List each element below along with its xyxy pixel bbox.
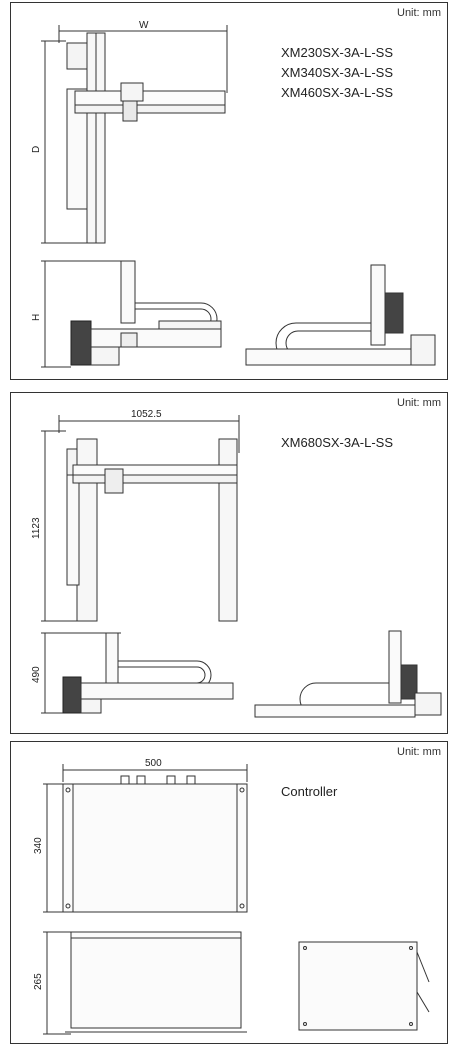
height-dim-label: 490 (31, 666, 42, 683)
model-name: XM680SX-3A-L-SS (281, 435, 393, 450)
controller-title: Controller (281, 784, 338, 799)
drawing-panel-small-models: Unit: mm XM230SX-3A-L-SS XM340SX-3A-L-SS… (10, 2, 448, 380)
controller-drawing: 500 340 265 (33, 758, 430, 1035)
height-dim-label: 265 (33, 973, 44, 990)
width-dim-label: W (139, 20, 149, 31)
robot-drawing: W D H (31, 20, 436, 368)
depth-dim-label: D (31, 146, 42, 153)
depth-dim-label: 1123 (31, 517, 42, 539)
model-name: XM340SX-3A-L-SS (281, 65, 393, 80)
model-name: XM230SX-3A-L-SS (281, 45, 393, 60)
depth-dim-label: 340 (33, 837, 44, 854)
unit-label: Unit: mm (397, 746, 441, 758)
unit-label: Unit: mm (397, 397, 441, 409)
width-dim-label: 500 (145, 758, 162, 769)
model-name: XM460SX-3A-L-SS (281, 85, 393, 100)
width-dim-label: 1052.5 (131, 409, 162, 420)
height-dim-label: H (31, 314, 42, 321)
drawing-panel-large-model: Unit: mm XM680SX-3A-L-SS (10, 392, 448, 734)
robot-drawing: 1052.5 1123 490 (31, 409, 442, 718)
unit-label: Unit: mm (397, 7, 441, 19)
drawing-panel-controller: Unit: mm Controller 500 340 265 (10, 741, 448, 1044)
